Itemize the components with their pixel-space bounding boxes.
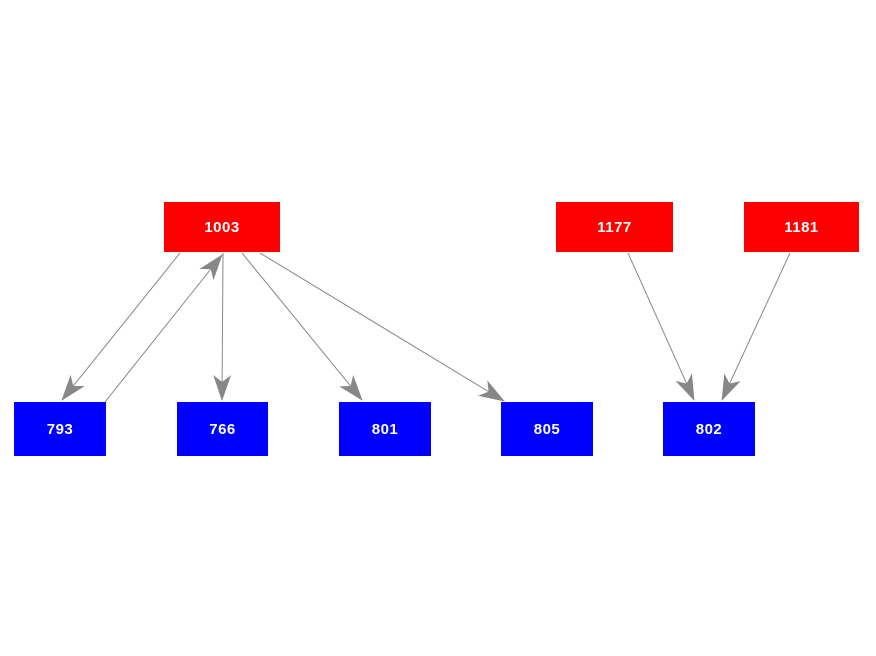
edge-1003-to-766 [213, 252, 232, 401]
graph-node-793: 793 [14, 402, 106, 456]
graph-node-766: 766 [177, 402, 268, 456]
graph-node-label: 805 [533, 420, 561, 438]
edge-1003-to-793 [61, 252, 181, 401]
graph-node-1181: 1181 [744, 202, 859, 252]
edge-1177-to-802 [627, 252, 695, 401]
graph-node-label: 1177 [597, 218, 632, 236]
graph-node-label: 793 [46, 420, 74, 438]
graph-node-1177: 1177 [556, 202, 673, 252]
graph-node-label: 766 [209, 420, 236, 438]
edge-group [61, 252, 791, 403]
graph-node-801: 801 [339, 402, 431, 456]
edge-1003-to-805 [259, 252, 505, 402]
edge-1003-to-801 [241, 252, 363, 401]
graph-node-802: 802 [663, 402, 755, 456]
edge-1181-to-802 [721, 252, 791, 401]
graph-node-1003: 1003 [164, 202, 280, 252]
graph-node-label: 802 [695, 420, 723, 438]
graph-node-label: 801 [371, 420, 399, 438]
graph-node-label: 1181 [784, 218, 819, 236]
graph-node-805: 805 [501, 402, 593, 456]
edge-793-to-1003 [104, 254, 223, 403]
graph-node-label: 1003 [204, 218, 240, 236]
